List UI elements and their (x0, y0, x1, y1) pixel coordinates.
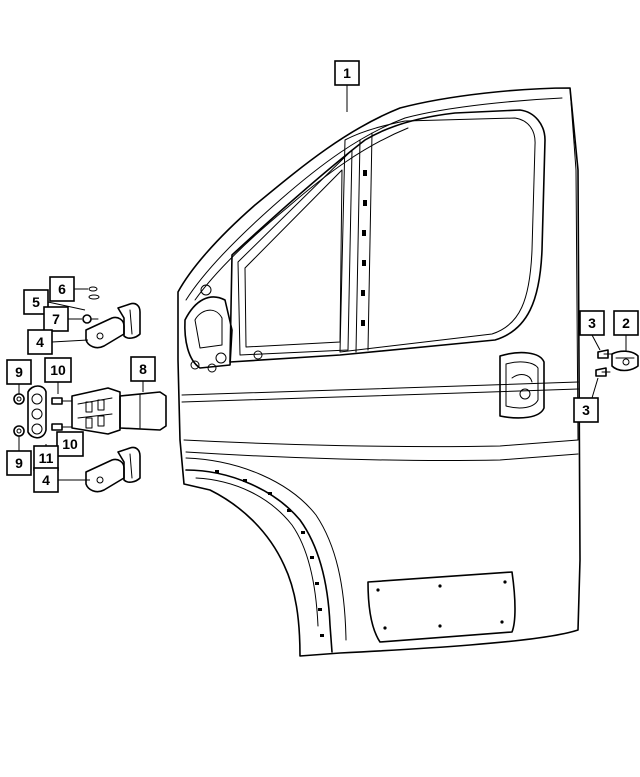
callout-9-bottom-label: 9 (15, 455, 23, 471)
pillar-slots (361, 170, 367, 326)
hinge-pin-clip (88, 286, 100, 300)
callout-2-label: 2 (622, 315, 630, 331)
door-check-strap (71, 387, 167, 435)
callout-1-label: 1 (343, 65, 351, 81)
callout-1: 1 (334, 60, 360, 86)
callout-10-bottom: 10 (56, 431, 84, 457)
striker-screw-top (597, 349, 613, 359)
hinge-nut-top (13, 393, 25, 405)
callout-11: 11 (33, 445, 59, 471)
callout-11-label: 11 (39, 450, 54, 466)
hinge-bolt (82, 314, 99, 324)
callout-2: 2 (613, 310, 639, 336)
callout-4-top: 4 (27, 329, 53, 355)
check-strap-bolt-top (51, 397, 73, 405)
upper-hinge (85, 302, 141, 349)
callout-9-top-label: 9 (15, 364, 23, 380)
striker-screw-bottom (595, 367, 611, 377)
callout-3-bottom-label: 3 (582, 402, 590, 418)
hinge-nut-bottom (13, 425, 25, 437)
callout-8-label: 8 (139, 361, 147, 377)
callout-9-top: 9 (6, 359, 32, 385)
callout-6-label: 6 (58, 281, 66, 297)
door-striker (611, 350, 639, 372)
check-strap-bolt-bottom (51, 423, 73, 431)
lower-hinge (85, 446, 141, 493)
callout-9-bottom: 9 (6, 450, 32, 476)
callout-6: 6 (49, 276, 75, 302)
callout-5-label: 5 (32, 294, 40, 310)
front-door-shell (177, 87, 581, 657)
callout-3-bottom: 3 (573, 397, 599, 423)
callout-4-bottom-label: 4 (42, 472, 50, 488)
callout-10-top-label: 10 (50, 362, 66, 378)
arch-holes (215, 470, 324, 637)
callout-10-top: 10 (44, 357, 72, 383)
callout-4-bottom: 4 (33, 467, 59, 493)
hinge-reinforcement-plate (27, 385, 47, 439)
callout-10-bottom-label: 10 (62, 436, 78, 452)
callout-3-top-label: 3 (588, 315, 596, 331)
callout-4-top-label: 4 (36, 334, 44, 350)
callout-3-top: 3 (579, 310, 605, 336)
callout-7: 7 (43, 306, 69, 332)
callout-8: 8 (130, 356, 156, 382)
callout-7-label: 7 (52, 311, 60, 327)
